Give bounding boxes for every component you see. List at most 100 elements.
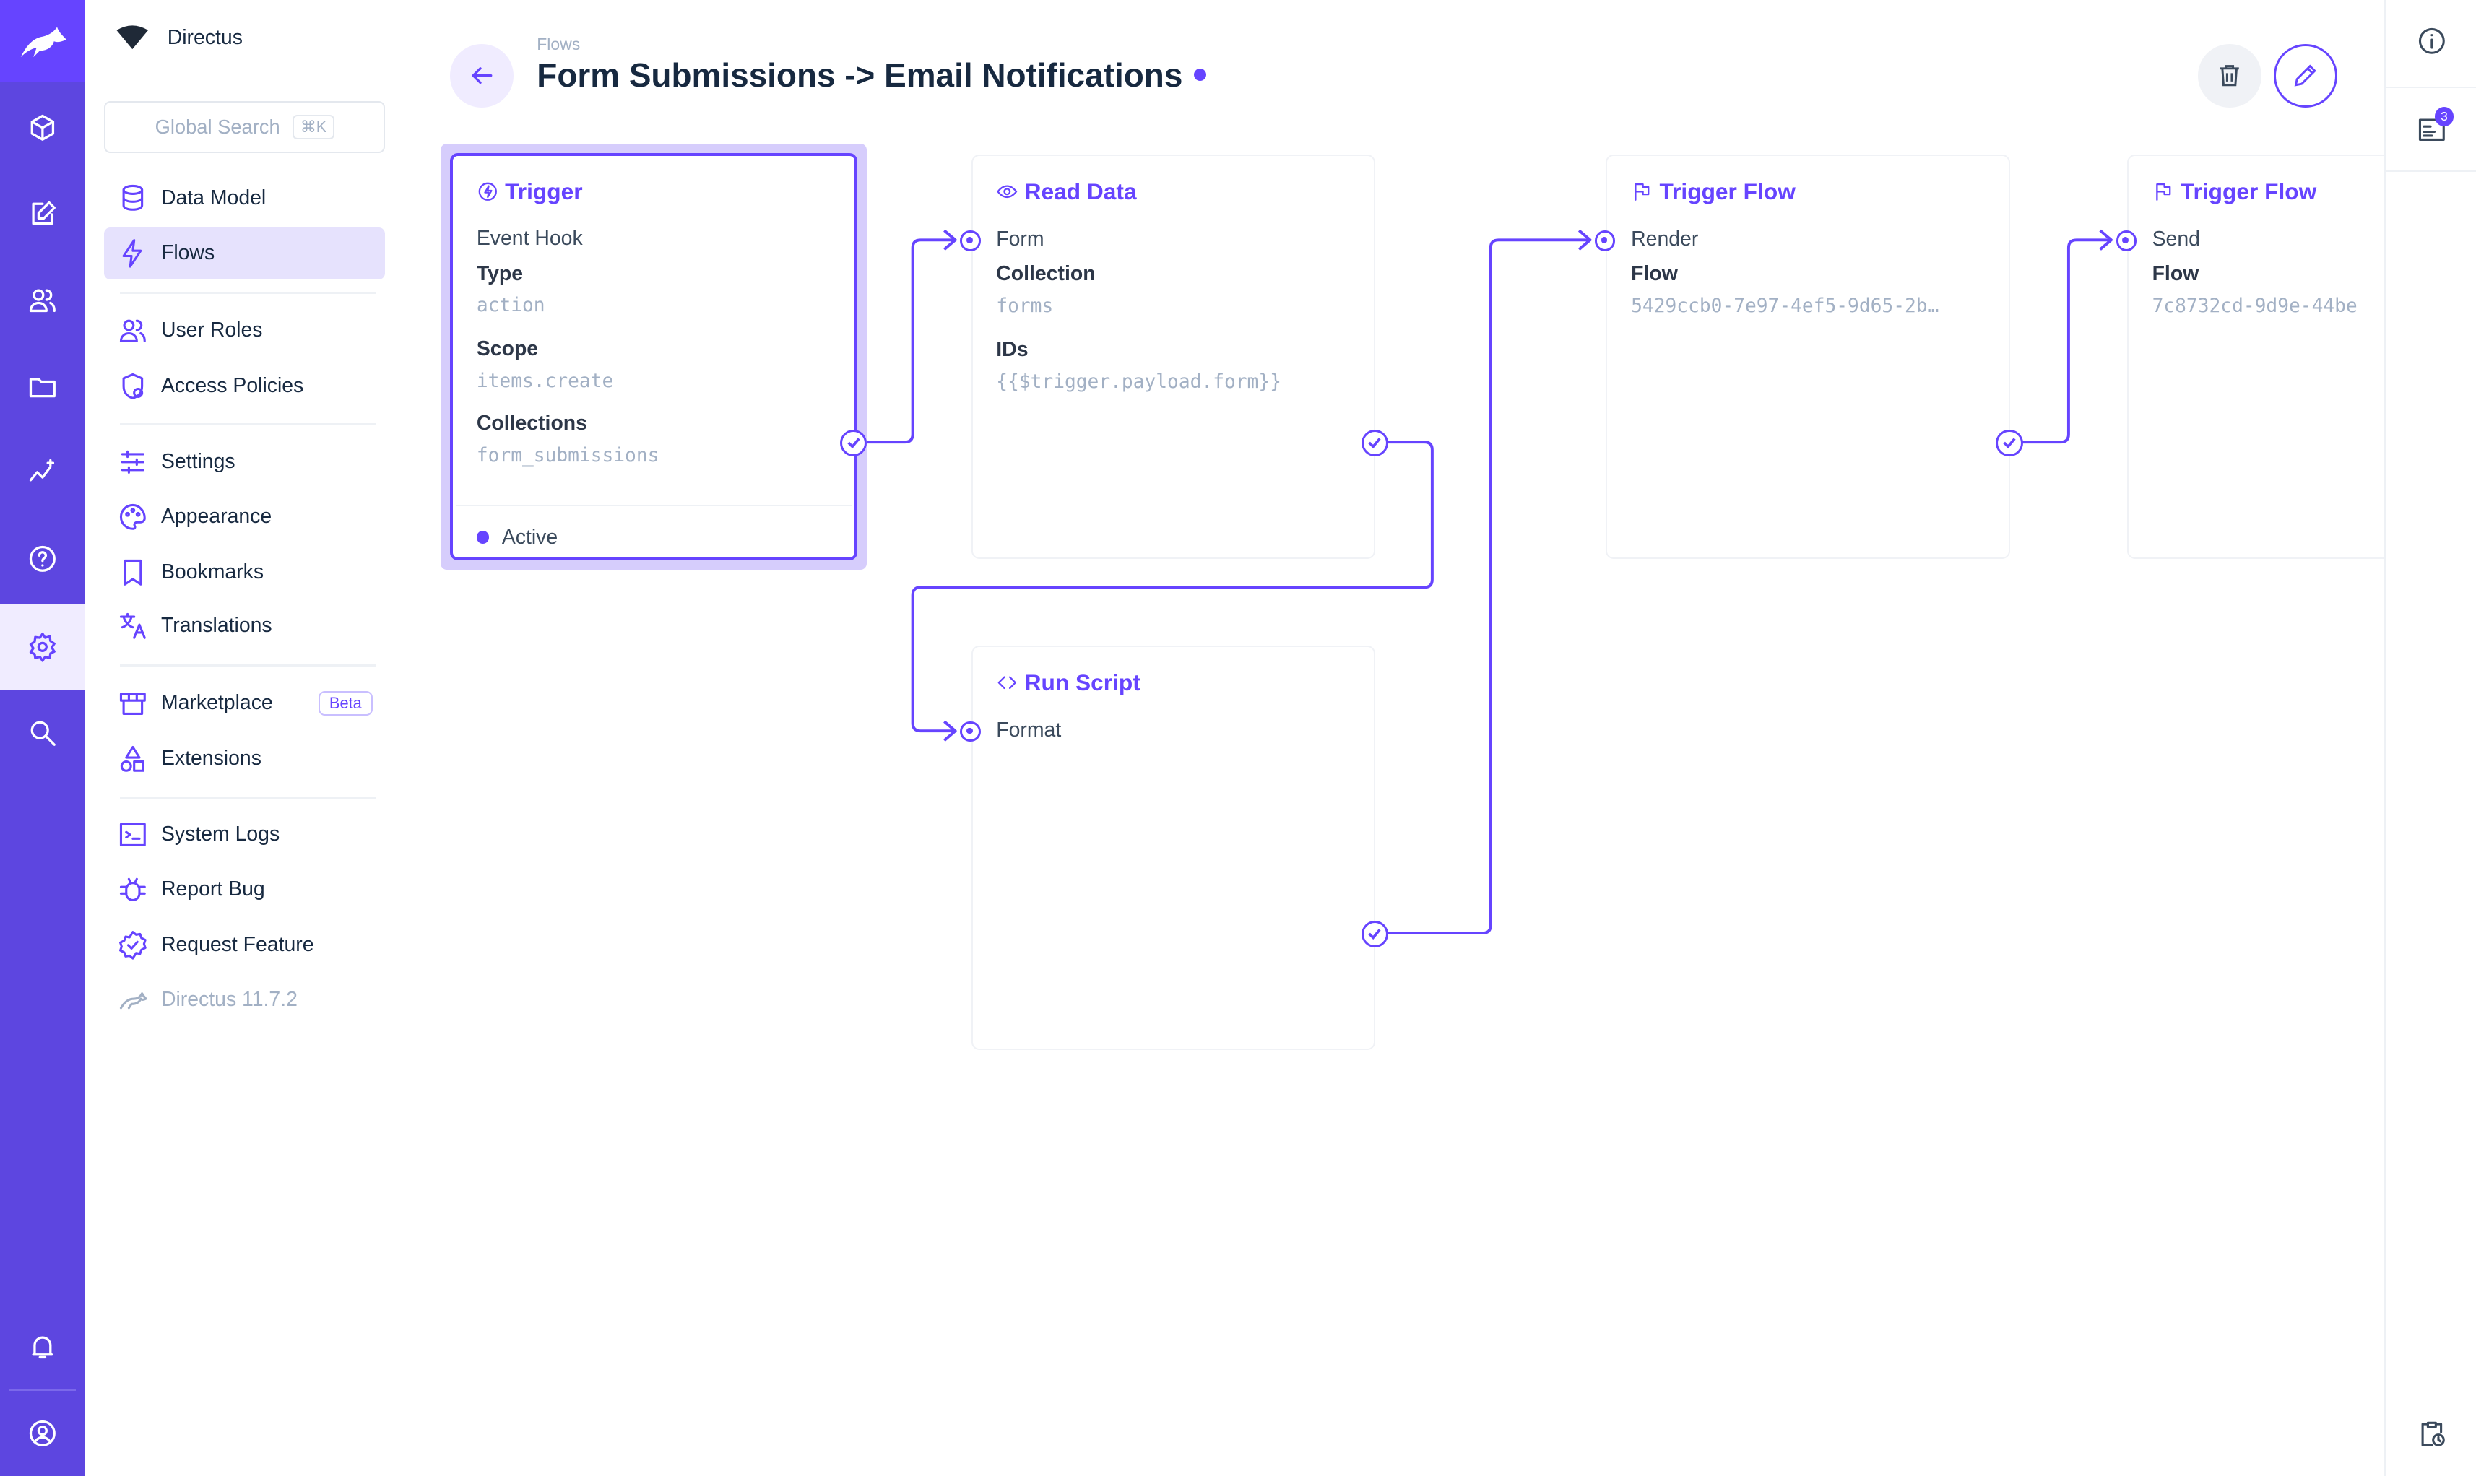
- status-label: Active: [501, 525, 558, 549]
- nav-item-request-feature[interactable]: Request Feature: [104, 919, 385, 971]
- nav-item-extensions[interactable]: Extensions: [104, 732, 385, 784]
- nav-label: Translations: [160, 614, 272, 638]
- users-module-button[interactable]: [0, 257, 85, 342]
- back-button[interactable]: [450, 44, 514, 108]
- connection-run-script-to-trigger-flow: [1386, 229, 1592, 935]
- help-module-button[interactable]: [0, 516, 85, 602]
- insights-module-button[interactable]: [0, 430, 85, 515]
- edit-icon: [32, 201, 56, 225]
- notification-count-badge: 3: [2434, 107, 2454, 126]
- trigger-flow-render-card[interactable]: Trigger Flow Render Flow 5429ccb0-7e97-4…: [1606, 155, 2011, 559]
- nav-divider: [120, 292, 376, 294]
- connection-read-data-to-run-script: [911, 441, 1434, 742]
- field-label: IDs: [996, 337, 1029, 361]
- nav-item-settings[interactable]: Settings: [104, 435, 385, 487]
- field-value: action: [476, 295, 545, 317]
- read-data-card[interactable]: Read Data Form Collection forms IDs {{$t…: [971, 155, 1376, 559]
- nav-label: User Roles: [160, 318, 263, 342]
- trigger-flow-title-text: Trigger Flow: [1659, 178, 1796, 204]
- nav-label: Data Model: [160, 186, 267, 209]
- notifications-button[interactable]: [0, 1304, 85, 1389]
- edit-module-button[interactable]: [0, 172, 85, 257]
- nav-item-appearance[interactable]: Appearance: [104, 491, 385, 543]
- read-data-input-port[interactable]: [960, 230, 981, 251]
- operation-name: Format: [996, 718, 1062, 742]
- info-button[interactable]: [2386, 0, 2476, 82]
- nav-label: Settings: [160, 449, 235, 473]
- card-divider: [456, 505, 852, 507]
- trigger-card[interactable]: Trigger Event Hook Type action Scope ite…: [450, 153, 858, 561]
- trigger-flow-send-clip: Trigger Flow Send Flow 7c8732cd-9d9e-44b…: [2126, 155, 2385, 565]
- field-value: 7c8732cd-9d9e-44be: [2152, 295, 2358, 317]
- nav-item-flows[interactable]: Flows: [104, 227, 386, 279]
- trigger-flow-send-input-port[interactable]: [2116, 230, 2137, 251]
- page-title-wrap: Form Submissions -> Email Notifications: [537, 56, 1207, 95]
- bolt-icon: [122, 239, 142, 268]
- rail-divider: [9, 1389, 76, 1392]
- settings-module-button[interactable]: [0, 604, 86, 690]
- nav-item-system-logs[interactable]: System Logs: [104, 808, 385, 860]
- trash-icon: [2220, 65, 2240, 87]
- beta-badge: Beta: [318, 690, 373, 716]
- page-title: Form Submissions -> Email Notifications: [537, 56, 1183, 94]
- nav-label: Marketplace: [160, 691, 273, 715]
- info-icon: [2418, 27, 2445, 54]
- terminal-icon: [119, 823, 146, 846]
- edit-flow-button[interactable]: [2274, 44, 2337, 108]
- read-data-title: Read Data: [996, 178, 1137, 205]
- run-script-resolve-port[interactable]: [1361, 920, 1388, 947]
- trigger-flow-send-card[interactable]: Trigger Flow Send Flow 7c8732cd-9d9e-44b…: [2126, 155, 2385, 559]
- trigger-flow-render-resolve-port[interactable]: [1996, 429, 2023, 456]
- operation-name: Render: [1631, 227, 1699, 251]
- run-script-card[interactable]: Run Script Format: [971, 646, 1376, 1050]
- nav-label: System Logs: [160, 822, 280, 846]
- translate-icon: [119, 612, 146, 639]
- version-label: Directus 11.7.2: [160, 988, 298, 1012]
- trigger-resolve-port[interactable]: [840, 429, 867, 456]
- search-module-button[interactable]: [0, 690, 85, 775]
- user-menu-button[interactable]: [0, 1391, 85, 1476]
- status-dot: [476, 531, 490, 544]
- store-icon: [119, 693, 146, 716]
- run-script-title: Run Script: [996, 669, 1140, 696]
- nav-item-access-policies[interactable]: Access Policies: [104, 360, 385, 412]
- logs-button[interactable]: 3: [2386, 87, 2476, 172]
- delete-flow-button[interactable]: [2198, 44, 2261, 108]
- content-module-button[interactable]: [0, 85, 85, 170]
- flag-icon: [1635, 183, 1650, 201]
- nav-item-translations[interactable]: Translations: [104, 600, 385, 652]
- global-search-input[interactable]: Global Search ⌘K: [104, 100, 386, 154]
- bookmark-icon: [124, 559, 142, 586]
- bolt-circle-icon: [478, 182, 497, 201]
- trigger-flow-render-input-port[interactable]: [1595, 230, 1616, 251]
- nav-label: Extensions: [160, 746, 261, 770]
- breadcrumb[interactable]: Flows: [537, 35, 581, 54]
- run-script-input-port[interactable]: [960, 721, 981, 742]
- nav-item-marketplace[interactable]: Marketplace Beta: [104, 677, 385, 729]
- users-icon: [29, 289, 56, 312]
- bug-icon: [119, 877, 146, 902]
- user-avatar-icon: [29, 1420, 56, 1447]
- read-data-resolve-port[interactable]: [1361, 429, 1388, 456]
- sliders-icon: [121, 450, 144, 474]
- directus-logo[interactable]: [0, 0, 86, 82]
- nav-item-user-roles[interactable]: User Roles: [104, 305, 385, 357]
- clipboard-clock-icon: [2421, 1421, 2445, 1446]
- nav-item-report-bug[interactable]: Report Bug: [104, 864, 385, 916]
- badge-check-icon: [118, 930, 147, 960]
- database-icon: [122, 185, 143, 212]
- nav-item-bookmarks[interactable]: Bookmarks: [104, 546, 385, 598]
- right-sidebar: 3: [2384, 0, 2476, 1477]
- search-icon: [30, 721, 56, 746]
- code-icon: [997, 676, 1017, 690]
- nav-label: Request Feature: [160, 932, 314, 956]
- field-value: form_submissions: [476, 445, 659, 467]
- nav-item-data-model[interactable]: Data Model: [104, 172, 385, 224]
- search-shortcut: ⌘K: [293, 114, 335, 140]
- project-header[interactable]: Directus: [113, 22, 243, 54]
- trigger-title-text: Trigger: [505, 178, 583, 204]
- shapes-icon: [120, 745, 144, 772]
- files-module-button[interactable]: [0, 344, 85, 430]
- revisions-button[interactable]: [2386, 1392, 2476, 1475]
- version-info[interactable]: Directus 11.7.2: [104, 974, 385, 1026]
